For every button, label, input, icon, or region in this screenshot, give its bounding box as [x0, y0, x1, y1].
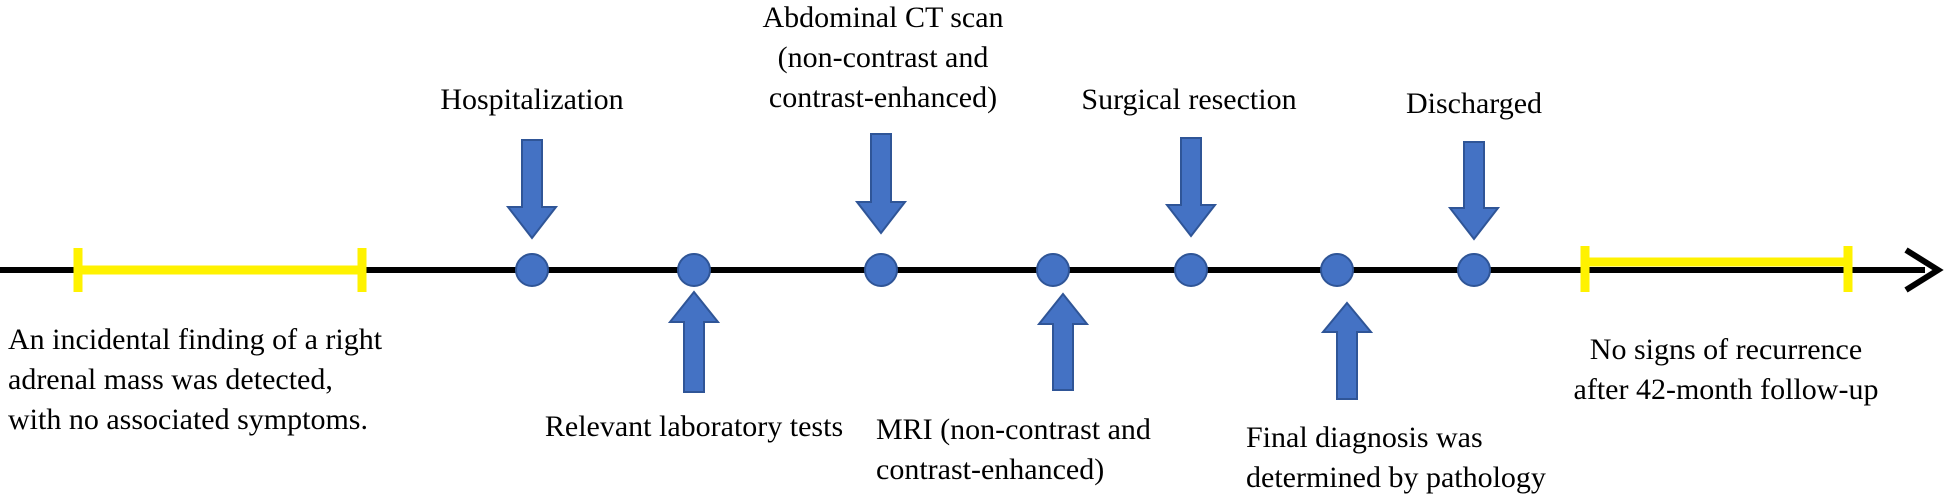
label-final-diagnosis: Final diagnosis was determined by pathol…: [1246, 421, 1546, 494]
yellow-bar-before: [73, 248, 367, 292]
event-dot-ct-scan: [864, 253, 898, 287]
label-discharged: Discharged: [1405, 87, 1543, 120]
label-hospitalization: Hospitalization: [440, 83, 624, 116]
up-arrow-mri: [1036, 292, 1090, 391]
label-surgical-resection: Surgical resection: [1081, 83, 1297, 116]
label-laboratory-tests: Relevant laboratory tests: [544, 410, 844, 443]
down-arrow-ct-scan: [854, 133, 908, 235]
label-no-recurrence: No signs of recurrence after 42-month fo…: [1573, 333, 1879, 406]
event-dot-final-diagnosis: [1320, 253, 1354, 287]
label-ct-scan: Abdominal CT scan (non-contrast and cont…: [762, 1, 1004, 114]
down-arrow-surgical-resection: [1164, 137, 1218, 238]
event-dot-mri: [1036, 253, 1070, 287]
timeline-arrow-head: [1904, 247, 1944, 293]
up-arrow-laboratory-tests: [667, 290, 721, 393]
label-incidental-finding: An incidental finding of a right adrenal…: [8, 323, 383, 436]
event-dot-hospitalization: [515, 253, 549, 287]
down-arrow-discharged: [1447, 141, 1501, 241]
event-dot-laboratory-tests: [677, 253, 711, 287]
down-arrow-hospitalization: [505, 139, 559, 240]
event-dot-discharged: [1457, 253, 1491, 287]
event-dot-surgical-resection: [1174, 253, 1208, 287]
yellow-bar-follow-up: [1580, 246, 1853, 292]
label-mri: MRI (non-contrast and contrast-enhanced): [876, 413, 1151, 486]
up-arrow-final-diagnosis: [1320, 301, 1374, 400]
